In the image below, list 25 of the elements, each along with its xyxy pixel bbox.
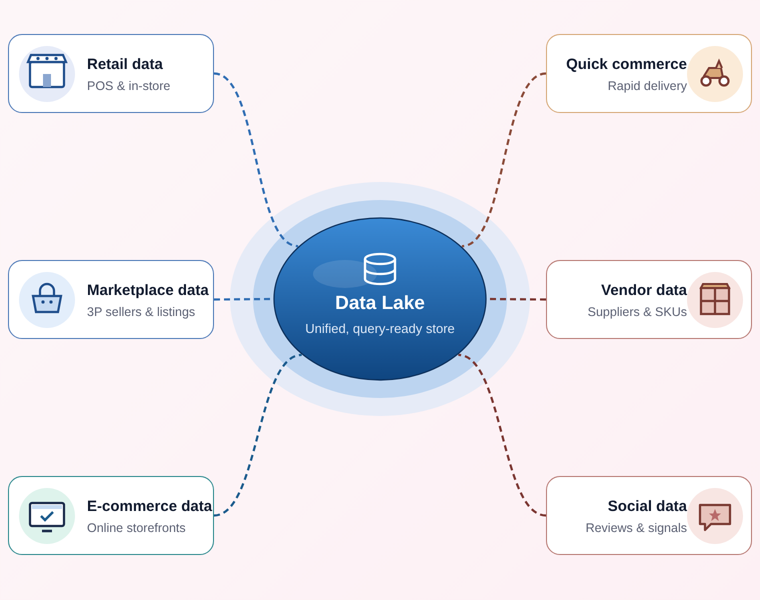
source-card — [8, 476, 214, 555]
node-title: Quick commerce — [566, 56, 687, 73]
node-title: Data Lake — [334, 293, 426, 315]
dashed-connector — [458, 354, 546, 517]
source-card — [546, 260, 752, 339]
source-card — [546, 476, 752, 555]
node-subtitle: 3P sellers & listings — [87, 305, 196, 319]
source-card — [8, 34, 214, 113]
node-subtitle: Suppliers & SKUs — [588, 305, 687, 319]
node-title: Retail data — [87, 56, 163, 73]
node-subtitle: Rapid delivery — [608, 79, 687, 93]
dashed-connector — [214, 72, 298, 248]
source-card — [8, 260, 214, 339]
data-lake-ellipse — [273, 217, 487, 381]
node-title: E-commerce data — [87, 498, 212, 515]
node-subtitle: Unified, query-ready store — [304, 321, 456, 336]
dashed-connector — [214, 354, 302, 517]
node-title: Vendor data — [601, 282, 687, 299]
node-subtitle: POS & in-store — [87, 79, 170, 93]
node-subtitle: Reviews & signals — [586, 521, 687, 535]
node-subtitle: Online storefronts — [87, 521, 186, 535]
source-card — [546, 34, 752, 113]
node-title: Marketplace data — [87, 282, 209, 299]
node-title: Social data — [608, 498, 687, 515]
dashed-connector — [462, 72, 546, 248]
